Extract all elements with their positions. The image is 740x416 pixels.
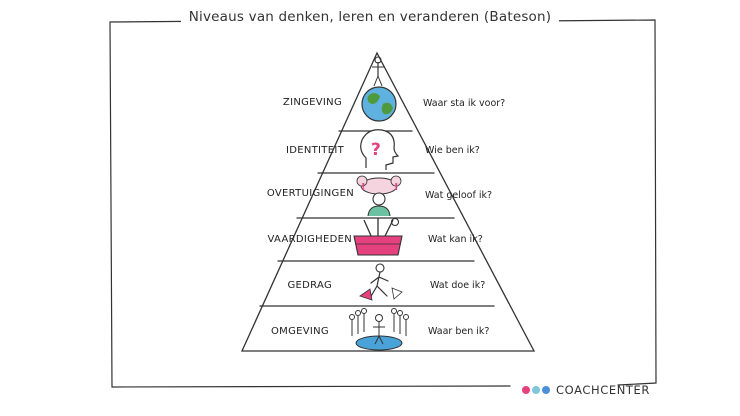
level-question-gedrag: Wat doe ik?	[430, 280, 486, 291]
diagram-title-text: Niveaus van denken, leren en veranderen …	[180, 9, 560, 25]
diagram-title: Niveaus van denken, leren en veranderen …	[0, 9, 740, 25]
brand-dot	[522, 386, 530, 394]
head-question-mark-icon: ?	[360, 129, 400, 170]
toolbox-icon	[353, 217, 403, 256]
brand-name: COACHCENTER	[556, 383, 651, 397]
level-label-gedrag: GEDRAG	[287, 280, 332, 291]
level-label-zingeving: ZINGEVING	[282, 97, 342, 108]
pyramid-outline	[240, 51, 536, 352]
brand-logo: COACHCENTER	[522, 383, 650, 397]
level-question-zingeving: Waar sta ik voor?	[423, 98, 506, 109]
level-label-identiteit: IDENTITEIT	[286, 145, 344, 156]
thinking-person-icon: ! !	[356, 175, 402, 217]
level-question-vaardigheden: Wat kan ik?	[428, 234, 483, 245]
brand-dots-icon	[522, 386, 550, 394]
level-question-omgeving: Waar ben ik?	[428, 326, 490, 337]
svg-text:?: ?	[371, 140, 381, 160]
level-label-overtuigingen: OVERTUIGINGEN	[266, 188, 354, 199]
brand-dot	[542, 386, 550, 394]
brand-dot	[532, 386, 540, 394]
svg-text:!: !	[361, 182, 366, 193]
globe-with-figure-icon	[361, 56, 397, 122]
crowd-on-platform-icon	[349, 308, 409, 351]
level-question-identiteit: Wie ben ik?	[425, 145, 480, 156]
level-label-omgeving: OMGEVING	[271, 326, 329, 337]
svg-text:!: !	[394, 182, 399, 193]
walking-figure-icon	[359, 263, 403, 301]
level-question-overtuigingen: Wat geloof ik?	[425, 190, 493, 201]
level-label-vaardigheden: VAARDIGHEDEN	[267, 234, 352, 245]
